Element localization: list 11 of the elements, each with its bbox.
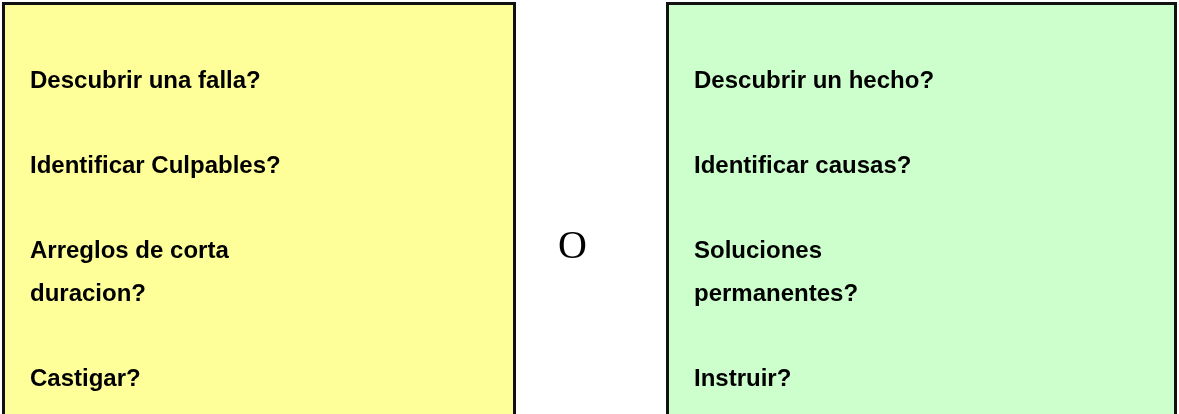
- question-text: Descubrir una falla?: [30, 65, 262, 95]
- question-text: Descubrir un hecho?: [694, 65, 936, 95]
- question-text: Soluciones permanentes?: [694, 235, 860, 308]
- question-text: Castigar?: [30, 363, 142, 393]
- question-text: Identificar Culpables?: [30, 150, 282, 180]
- question-text: Instruir?: [694, 363, 793, 393]
- question-text: Identificar causas?: [694, 150, 913, 180]
- conjunction-text: O: [558, 222, 587, 268]
- question-card: [666, 2, 1177, 414]
- question-card: [2, 2, 516, 414]
- question-text: Arreglos de corta duracion?: [30, 235, 230, 308]
